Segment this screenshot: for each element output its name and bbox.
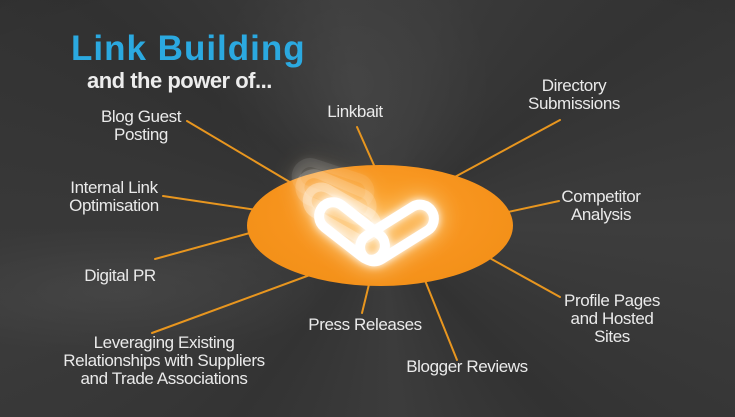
node-label-competitor-analysis: Competitor Analysis	[561, 187, 641, 224]
node-label-profile-pages: Profile Pages and Hosted Sites	[564, 291, 660, 346]
page-subtitle: and the power of...	[87, 68, 272, 93]
node-label-press-releases: Press Releases	[308, 315, 422, 334]
node-label-leveraging-relationships: Leveraging Existing Relationships with S…	[63, 333, 265, 388]
node-label-linkbait: Linkbait	[327, 102, 383, 121]
connector-leveraging	[151, 271, 319, 334]
node-label-digital-pr: Digital PR	[84, 266, 156, 285]
central-ellipse	[247, 165, 513, 286]
connector-directory	[439, 119, 561, 186]
node-label-directory-submissions: Directory Submissions	[528, 76, 620, 113]
node-label-blog-guest-posting: Blog Guest Posting	[100, 107, 182, 144]
node-label-blogger-reviews: Blogger Reviews	[406, 357, 528, 376]
page-title: Link Building	[71, 29, 306, 68]
node-label-internal-link-optimisation: Internal Link Optimisation	[69, 178, 159, 215]
